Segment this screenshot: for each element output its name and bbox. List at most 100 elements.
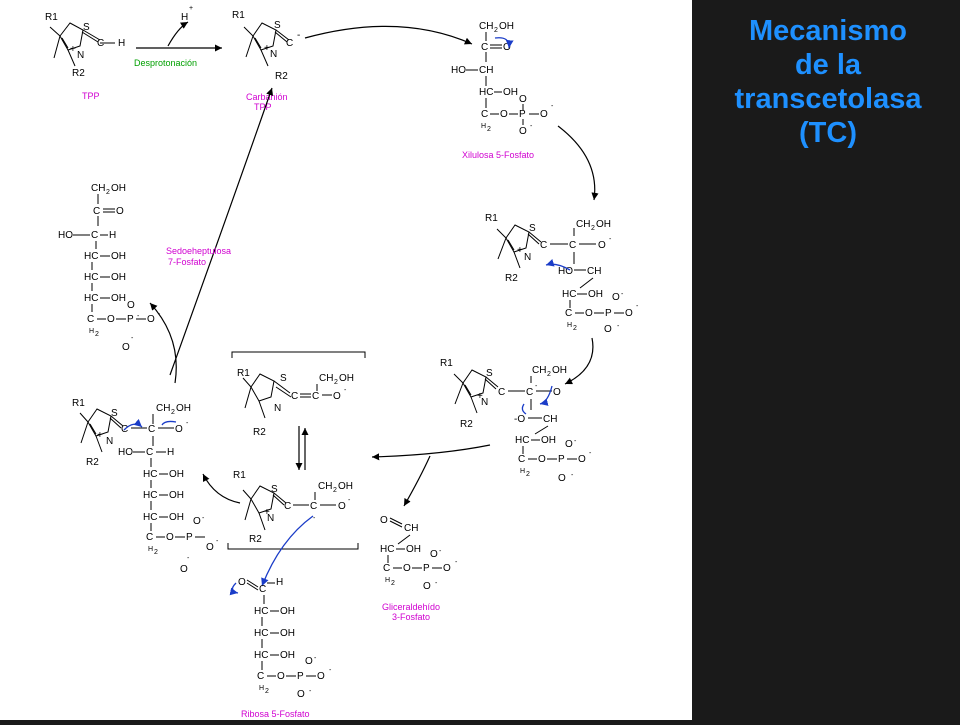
svg-text:-: -	[344, 387, 347, 394]
carbanion-r1-label: R1	[232, 10, 245, 21]
svg-text:H: H	[385, 577, 390, 584]
svg-text:C: C	[284, 501, 291, 512]
svg-text:-: -	[617, 323, 620, 330]
svg-text:O: O	[116, 206, 124, 217]
arrow-xilulosa-to-adduct	[557, 125, 599, 201]
title-line-2: de la	[794, 49, 862, 81]
svg-text:OH: OH	[499, 21, 514, 32]
svg-text:C: C	[383, 563, 390, 574]
svg-text:HC: HC	[84, 293, 98, 304]
svg-text:O: O	[443, 563, 451, 574]
svg-text:O: O	[127, 300, 135, 311]
svg-text:CH: CH	[156, 403, 170, 414]
svg-text:O: O	[333, 391, 341, 402]
carbanion-caption-1: Carbanión	[246, 92, 288, 102]
svg-text:-: -	[131, 335, 134, 342]
svg-text:2: 2	[334, 379, 338, 386]
svg-text:OH: OH	[596, 219, 611, 230]
svg-text:CH: CH	[404, 523, 418, 534]
svg-text:N: N	[274, 403, 281, 414]
tpp-molecule: R1 S N + C H R2 TPP	[45, 12, 125, 101]
svg-text:C: C	[540, 240, 547, 251]
svg-text:-: -	[314, 655, 317, 662]
svg-text:-: -	[589, 450, 592, 457]
svg-text:-: -	[348, 497, 351, 504]
svg-text:H: H	[259, 685, 264, 692]
svg-text:O: O	[565, 439, 573, 450]
arrow-to-resonance-intermediate	[371, 444, 491, 461]
svg-text:O: O	[297, 689, 305, 700]
svg-text:2: 2	[494, 27, 498, 34]
svg-text:O: O	[317, 671, 325, 682]
reaction-mechanism-svg: R1 S N + C H R2 TPP H + Desprotonación	[45, 5, 639, 719]
carbanion-s-label: S	[274, 20, 281, 31]
carbanion-minus: -	[297, 30, 300, 41]
svg-text:HO: HO	[58, 230, 73, 241]
tpp-sedoheptulose-adduct-molecule: R1 S N + C R2 C CH 2 OH O - HO C	[72, 398, 219, 575]
tpp-xilulosa-adduct-molecule: R1 S N + C R2 C CH 2 OH O - HO CH	[485, 213, 639, 335]
xilulosa-5-fosfato-molecule: CH 2 OH C O HO CH HC OH C H 2	[451, 21, 554, 160]
svg-text:O: O	[380, 515, 388, 526]
svg-text:H: H	[520, 468, 525, 475]
svg-text:P: P	[605, 308, 612, 319]
svg-text:C: C	[146, 447, 153, 458]
svg-text:O: O	[500, 109, 508, 120]
svg-text:C: C	[91, 230, 98, 241]
svg-text:2: 2	[171, 409, 175, 416]
svg-text:-: -	[313, 515, 316, 522]
svg-text:HC: HC	[143, 469, 157, 480]
svg-text:-: -	[530, 123, 533, 130]
tpp-c-label: C	[97, 38, 104, 49]
svg-text:O: O	[423, 581, 431, 592]
svg-text:H: H	[481, 123, 486, 130]
svg-text:O: O	[430, 549, 438, 560]
svg-text:-: -	[435, 580, 438, 587]
svg-text:H: H	[567, 322, 572, 329]
svg-text:2: 2	[265, 688, 269, 695]
svg-text:N: N	[106, 436, 113, 447]
svg-text:OH: OH	[541, 435, 556, 446]
carbanion-caption-2: TPP	[254, 102, 272, 112]
svg-text:O: O	[558, 473, 566, 484]
svg-text:C: C	[481, 42, 488, 53]
svg-text:HC: HC	[479, 87, 493, 98]
tpp-plus: +	[70, 44, 76, 55]
nucleophilic-attack-arrow	[261, 515, 314, 587]
svg-text:2: 2	[547, 371, 551, 378]
hplus-charge: +	[189, 5, 193, 12]
svg-text:S: S	[280, 373, 287, 384]
svg-text:O: O	[540, 109, 548, 120]
svg-text:C: C	[481, 109, 488, 120]
arrow-release-sedoheptulose	[149, 302, 177, 384]
svg-text:OH: OH	[280, 650, 295, 661]
svg-text:-: -	[535, 383, 538, 390]
svg-text:O: O	[305, 656, 313, 667]
svg-text:C: C	[526, 387, 533, 398]
svg-text:2: 2	[154, 549, 158, 556]
svg-text:O: O	[147, 314, 155, 325]
svg-text:2: 2	[106, 189, 110, 196]
svg-text:-: -	[621, 291, 624, 298]
svg-text:-: -	[187, 555, 190, 562]
tpp-s-label: S	[83, 22, 90, 33]
svg-text:2: 2	[95, 331, 99, 338]
svg-text:-: -	[186, 420, 189, 427]
svg-text:C: C	[291, 391, 298, 402]
svg-text:2: 2	[526, 471, 530, 478]
svg-text:-: -	[455, 559, 458, 566]
svg-text:O: O	[612, 292, 620, 303]
svg-text:R2: R2	[86, 457, 99, 468]
svg-text:O: O	[166, 532, 174, 543]
carbanion-tpp-molecule: R1 S N + C - R2 Carbanión TPP	[232, 10, 300, 112]
svg-text:O: O	[403, 563, 411, 574]
svg-text:P: P	[297, 671, 304, 682]
svg-text:C: C	[93, 206, 100, 217]
carbanion-r2-label: R2	[275, 71, 288, 82]
svg-text:R2: R2	[253, 427, 266, 438]
svg-text:OH: OH	[280, 628, 295, 639]
svg-text:O: O	[625, 308, 633, 319]
svg-text:P: P	[558, 454, 565, 465]
tpp-h-label: H	[118, 38, 125, 49]
svg-text:N: N	[267, 513, 274, 524]
